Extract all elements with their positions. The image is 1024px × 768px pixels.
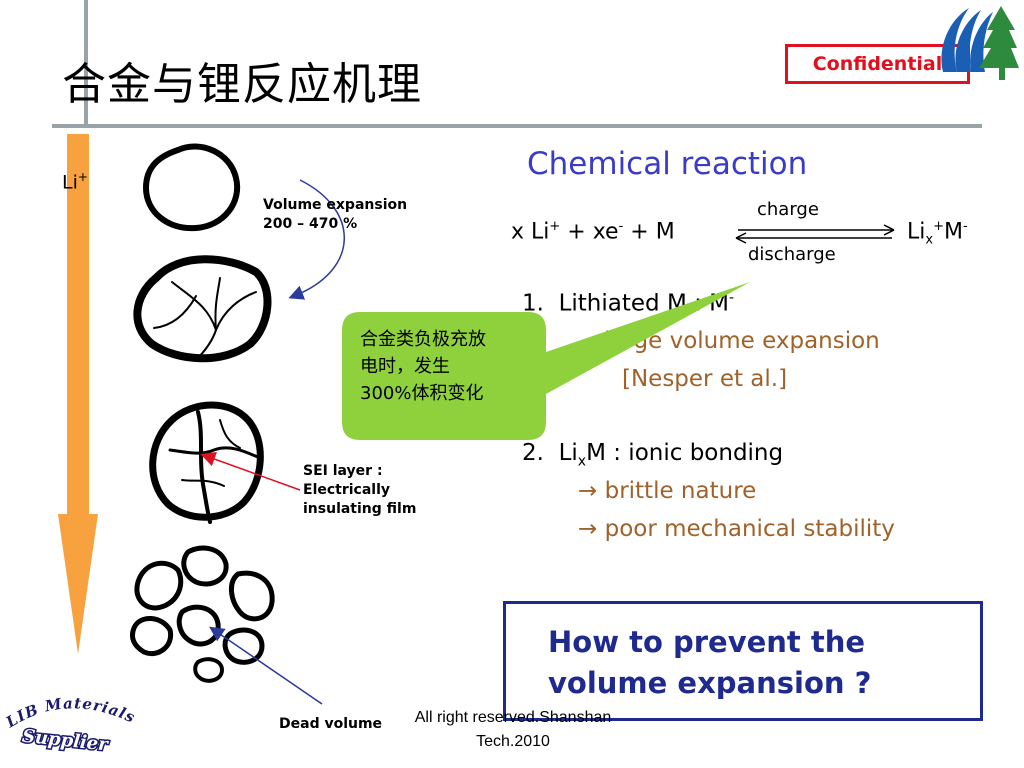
horizontal-rule bbox=[52, 124, 982, 128]
footer-copyright: All right reserved.Shanshan Tech.2010 bbox=[388, 706, 638, 754]
dead-volume-note: Dead volume bbox=[279, 716, 383, 732]
li-ion-label: Li+ bbox=[62, 170, 88, 194]
list-item-ionic-bonding: 2. LixM : ionic bonding bbox=[522, 440, 784, 470]
callout-line-3: 300%体积变化 bbox=[360, 383, 484, 404]
volume-expansion-label: Volume expansion bbox=[263, 197, 408, 213]
slide-title: 合金与锂反应机理 bbox=[62, 59, 422, 110]
equation-reactants: x Li+ + xe- + M bbox=[511, 219, 675, 245]
list-item-stability: → poor mechanical stability bbox=[578, 516, 895, 542]
arrow-right-icon: → bbox=[578, 516, 598, 542]
sei-desc-1: Electrically bbox=[303, 482, 391, 498]
confidential-badge: Confidential bbox=[785, 44, 970, 84]
lithiation-direction-arrow bbox=[58, 134, 98, 654]
callout-line-1: 合金类负极充放 bbox=[360, 329, 486, 350]
callout-text: 合金类负极充放 电时，发生 300%体积变化 bbox=[360, 326, 550, 407]
lib-materials-stamp: LIB Materials Supplier bbox=[4, 694, 134, 754]
question-text: How to prevent the volume expansion ? bbox=[548, 622, 968, 704]
equilibrium-arrows bbox=[735, 224, 895, 244]
volume-expansion-range: 200 – 470 % bbox=[263, 216, 358, 232]
footer-line-2: Tech.2010 bbox=[476, 733, 550, 750]
question-line-1: How to prevent the bbox=[548, 625, 866, 659]
sei-layer-note: SEI layer : Electrically insulating film bbox=[303, 462, 473, 519]
equation-products: Lix+M- bbox=[907, 219, 968, 248]
volume-expansion-note: Volume expansion 200 – 470 % bbox=[263, 196, 463, 234]
charge-label: charge bbox=[757, 199, 819, 220]
sei-desc-2: insulating film bbox=[303, 501, 417, 517]
question-box bbox=[503, 601, 983, 721]
svg-text:Supplier: Supplier bbox=[21, 726, 110, 754]
list-item-brittle: → brittle nature bbox=[578, 478, 757, 504]
arrow-right-icon: → bbox=[578, 478, 598, 504]
question-line-2: volume expansion ? bbox=[548, 666, 872, 700]
company-logo bbox=[941, 6, 1019, 80]
list-item-citation: [Nesper et al.] bbox=[622, 366, 788, 392]
vertical-rule bbox=[84, 0, 88, 128]
sei-label: SEI layer : bbox=[303, 463, 383, 479]
footer-line-1: All right reserved.Shanshan bbox=[414, 709, 612, 726]
callout-line-2: 电时，发生 bbox=[360, 356, 450, 377]
callout-bubble bbox=[342, 282, 750, 440]
discharge-label: discharge bbox=[748, 244, 836, 265]
reaction-heading: Chemical reaction bbox=[527, 146, 808, 182]
